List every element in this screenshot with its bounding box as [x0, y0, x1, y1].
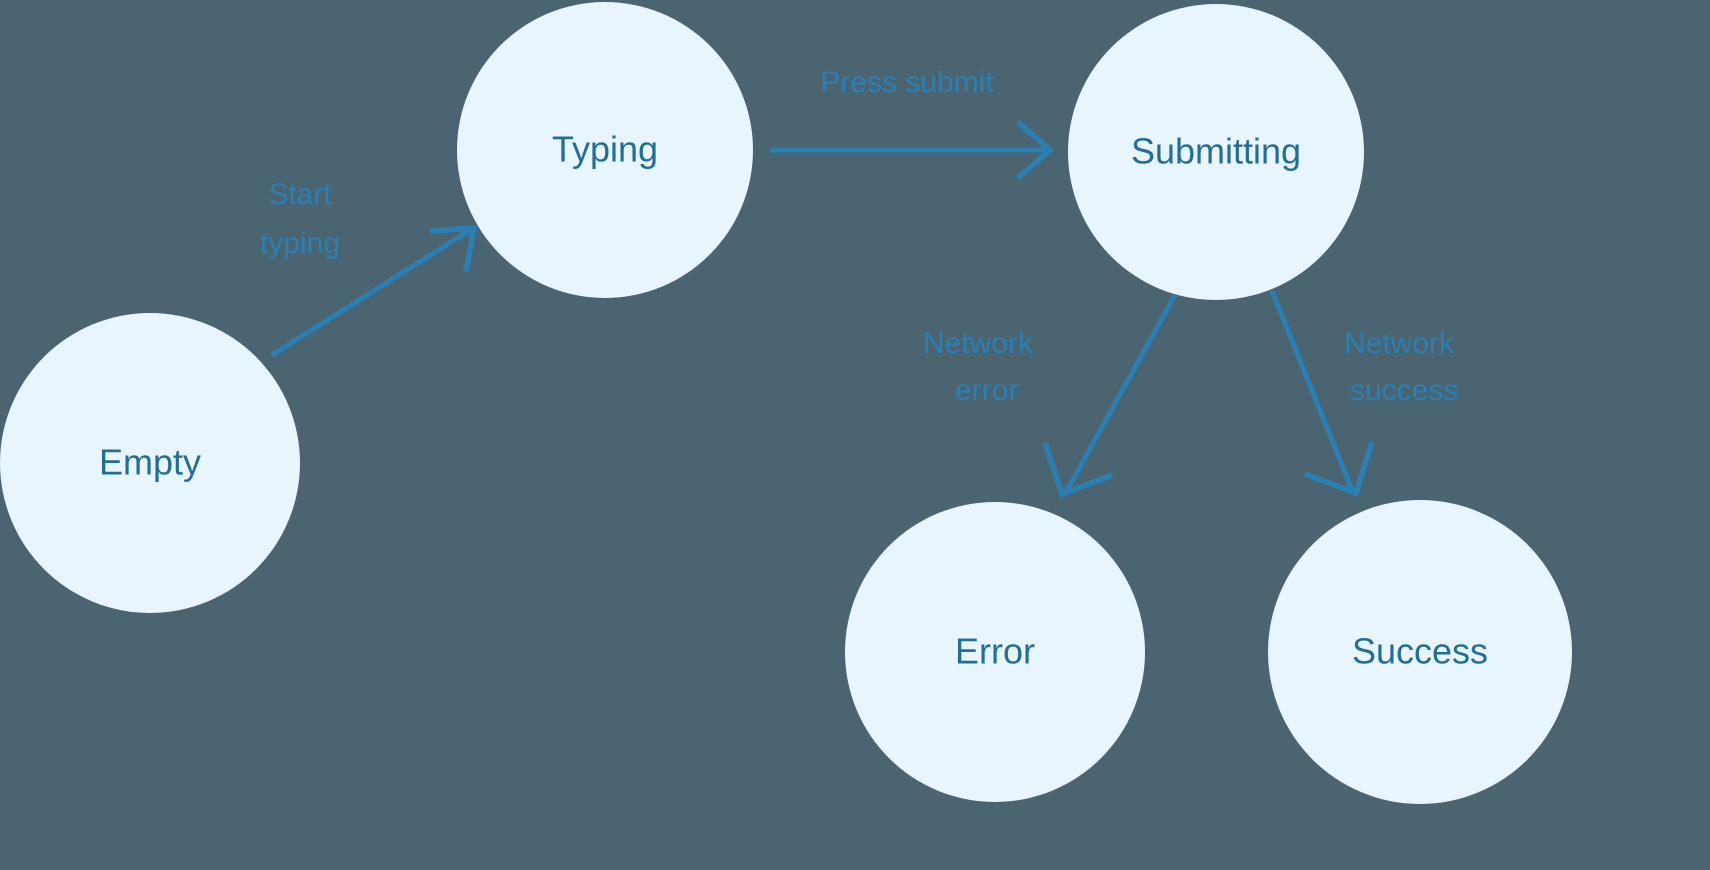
node-empty[interactable]: Empty	[0, 313, 300, 613]
edge-label-start-typing-line-1: Start	[268, 178, 332, 211]
edge-typing-to-submitting-arrowhead	[1016, 119, 1055, 181]
edge-submitting-to-error	[1042, 293, 1178, 498]
node-error[interactable]: Error	[845, 502, 1145, 802]
edge-label-press-submit: Press submit	[820, 66, 994, 99]
node-typing[interactable]: Typing	[457, 2, 753, 298]
edge-label-network-success-line-1: Network	[1344, 327, 1455, 360]
edge-label-network-error: Network error	[923, 327, 1034, 407]
edge-submitting-to-success-line	[1269, 290, 1355, 491]
edge-label-network-success-line-2: success	[1350, 374, 1458, 407]
node-empty-label: Empty	[99, 442, 201, 483]
edge-label-press-submit-line-1: Press submit	[820, 66, 994, 99]
node-empty-circle[interactable]	[0, 313, 300, 613]
edge-typing-to-submitting	[770, 119, 1055, 181]
node-submitting-label: Submitting	[1131, 131, 1301, 172]
node-submitting-circle[interactable]	[1068, 4, 1364, 300]
node-success-circle[interactable]	[1268, 500, 1572, 804]
edge-label-network-error-line-2: error	[955, 374, 1018, 407]
edge-submitting-to-error-arrowhead	[1042, 442, 1113, 498]
node-error-label: Error	[955, 631, 1035, 672]
node-typing-label: Typing	[552, 129, 658, 170]
node-typing-circle[interactable]	[457, 2, 753, 298]
node-submitting[interactable]: Submitting	[1068, 4, 1364, 300]
node-success[interactable]: Success	[1268, 500, 1572, 804]
edge-label-start-typing-line-2: typing	[260, 227, 340, 260]
edge-label-network-error-line-1: Network	[923, 327, 1034, 360]
edge-submitting-to-success	[1269, 290, 1375, 497]
node-error-circle[interactable]	[845, 502, 1145, 802]
edge-empty-to-typing	[270, 225, 478, 358]
edge-label-network-success: Network success	[1344, 327, 1458, 407]
node-success-label: Success	[1352, 631, 1488, 672]
edge-empty-to-typing-line	[270, 227, 472, 358]
edge-label-start-typing: Start typing	[260, 178, 340, 260]
edge-empty-to-typing-arrowhead	[429, 225, 478, 273]
edge-submitting-to-success-arrowhead	[1304, 441, 1375, 497]
edge-submitting-to-error-line	[1063, 293, 1178, 494]
